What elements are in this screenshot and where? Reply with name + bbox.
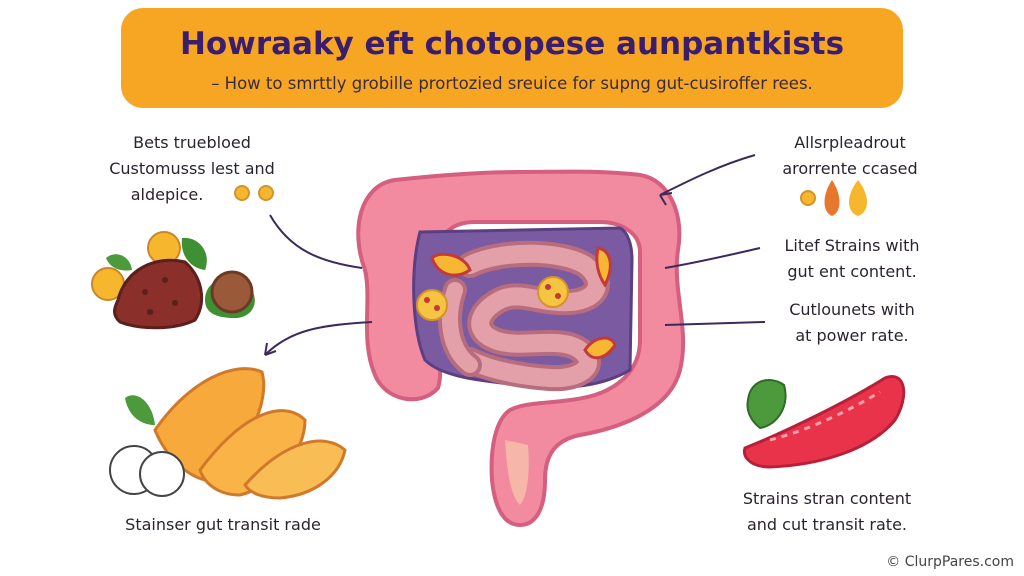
leaf-icon (181, 237, 207, 270)
label-line: aldepice. (130, 185, 204, 204)
blossom-icons (234, 185, 274, 201)
particle (416, 289, 448, 321)
rectum-highlight (505, 440, 529, 505)
banner-title: Howraaky eft chotopese aunpantkists (179, 26, 845, 62)
label-mid-right-1: Litef Strains with gut ent content. (772, 233, 932, 285)
label-line: Stainser gut transit rade (125, 515, 321, 534)
banana-bundle (109, 367, 347, 500)
particle (537, 276, 569, 308)
label-line: and cut transit rate. (746, 515, 907, 534)
connector (269, 214, 363, 269)
label-line: Cutlounets with (789, 300, 915, 319)
credit-text: © ClurpPares.com (886, 554, 1014, 570)
arrowhead (659, 192, 673, 206)
particle (595, 246, 612, 288)
particle (583, 336, 617, 360)
label-line: Allsrpleadrout (794, 133, 906, 152)
leaf-icon (106, 254, 132, 271)
label-top-right: Allsrpleadrout arorrente ccased (770, 130, 930, 182)
date-fruit-icon (113, 258, 204, 330)
label-line: Bets truebloed (133, 133, 251, 152)
blossom-icon (234, 185, 250, 201)
connector (659, 154, 756, 196)
hazelnut-icon (210, 270, 254, 314)
banner-subtitle: – How to smrttly grobille prortozied sre… (211, 74, 813, 93)
arrowhead (264, 342, 277, 356)
label-line: arorrente ccased (782, 159, 918, 178)
fruit-cluster-left (91, 231, 255, 330)
label-top-left: Bets truebloed Customusss lest and aldep… (92, 130, 292, 208)
connector (664, 321, 766, 326)
apple-icon (139, 451, 185, 497)
pepper-group (742, 375, 906, 469)
pepper-icon (742, 375, 906, 469)
small-intestine (438, 240, 610, 392)
title-banner: Howraaky eft chotopese aunpantkists – Ho… (121, 8, 903, 108)
label-line: at power rate. (795, 326, 909, 345)
mini-produce (800, 180, 867, 216)
leaf-icon (746, 379, 787, 430)
label-mid-right-2: Cutlounets with at power rate. (772, 297, 932, 349)
connector-lines (264, 154, 766, 356)
label-line: Litef Strains with (784, 236, 920, 255)
particle (430, 252, 472, 277)
carrot-icon (824, 180, 840, 216)
label-line: Customusss lest and (109, 159, 275, 178)
leaf-icon (125, 395, 155, 425)
label-bottom-right: Strains stran content and cut transit ra… (732, 486, 922, 538)
label-line: gut ent content. (787, 262, 917, 281)
gut-particles (416, 246, 617, 360)
connector (664, 247, 761, 269)
blossom-icon (258, 185, 274, 201)
label-line: Strains stran content (742, 489, 912, 508)
blossom-icon (800, 190, 816, 206)
label-bottom-left: Stainser gut transit rade (118, 512, 328, 538)
connector (264, 321, 373, 356)
banana-icon (243, 439, 347, 500)
pear-icon (849, 180, 867, 216)
